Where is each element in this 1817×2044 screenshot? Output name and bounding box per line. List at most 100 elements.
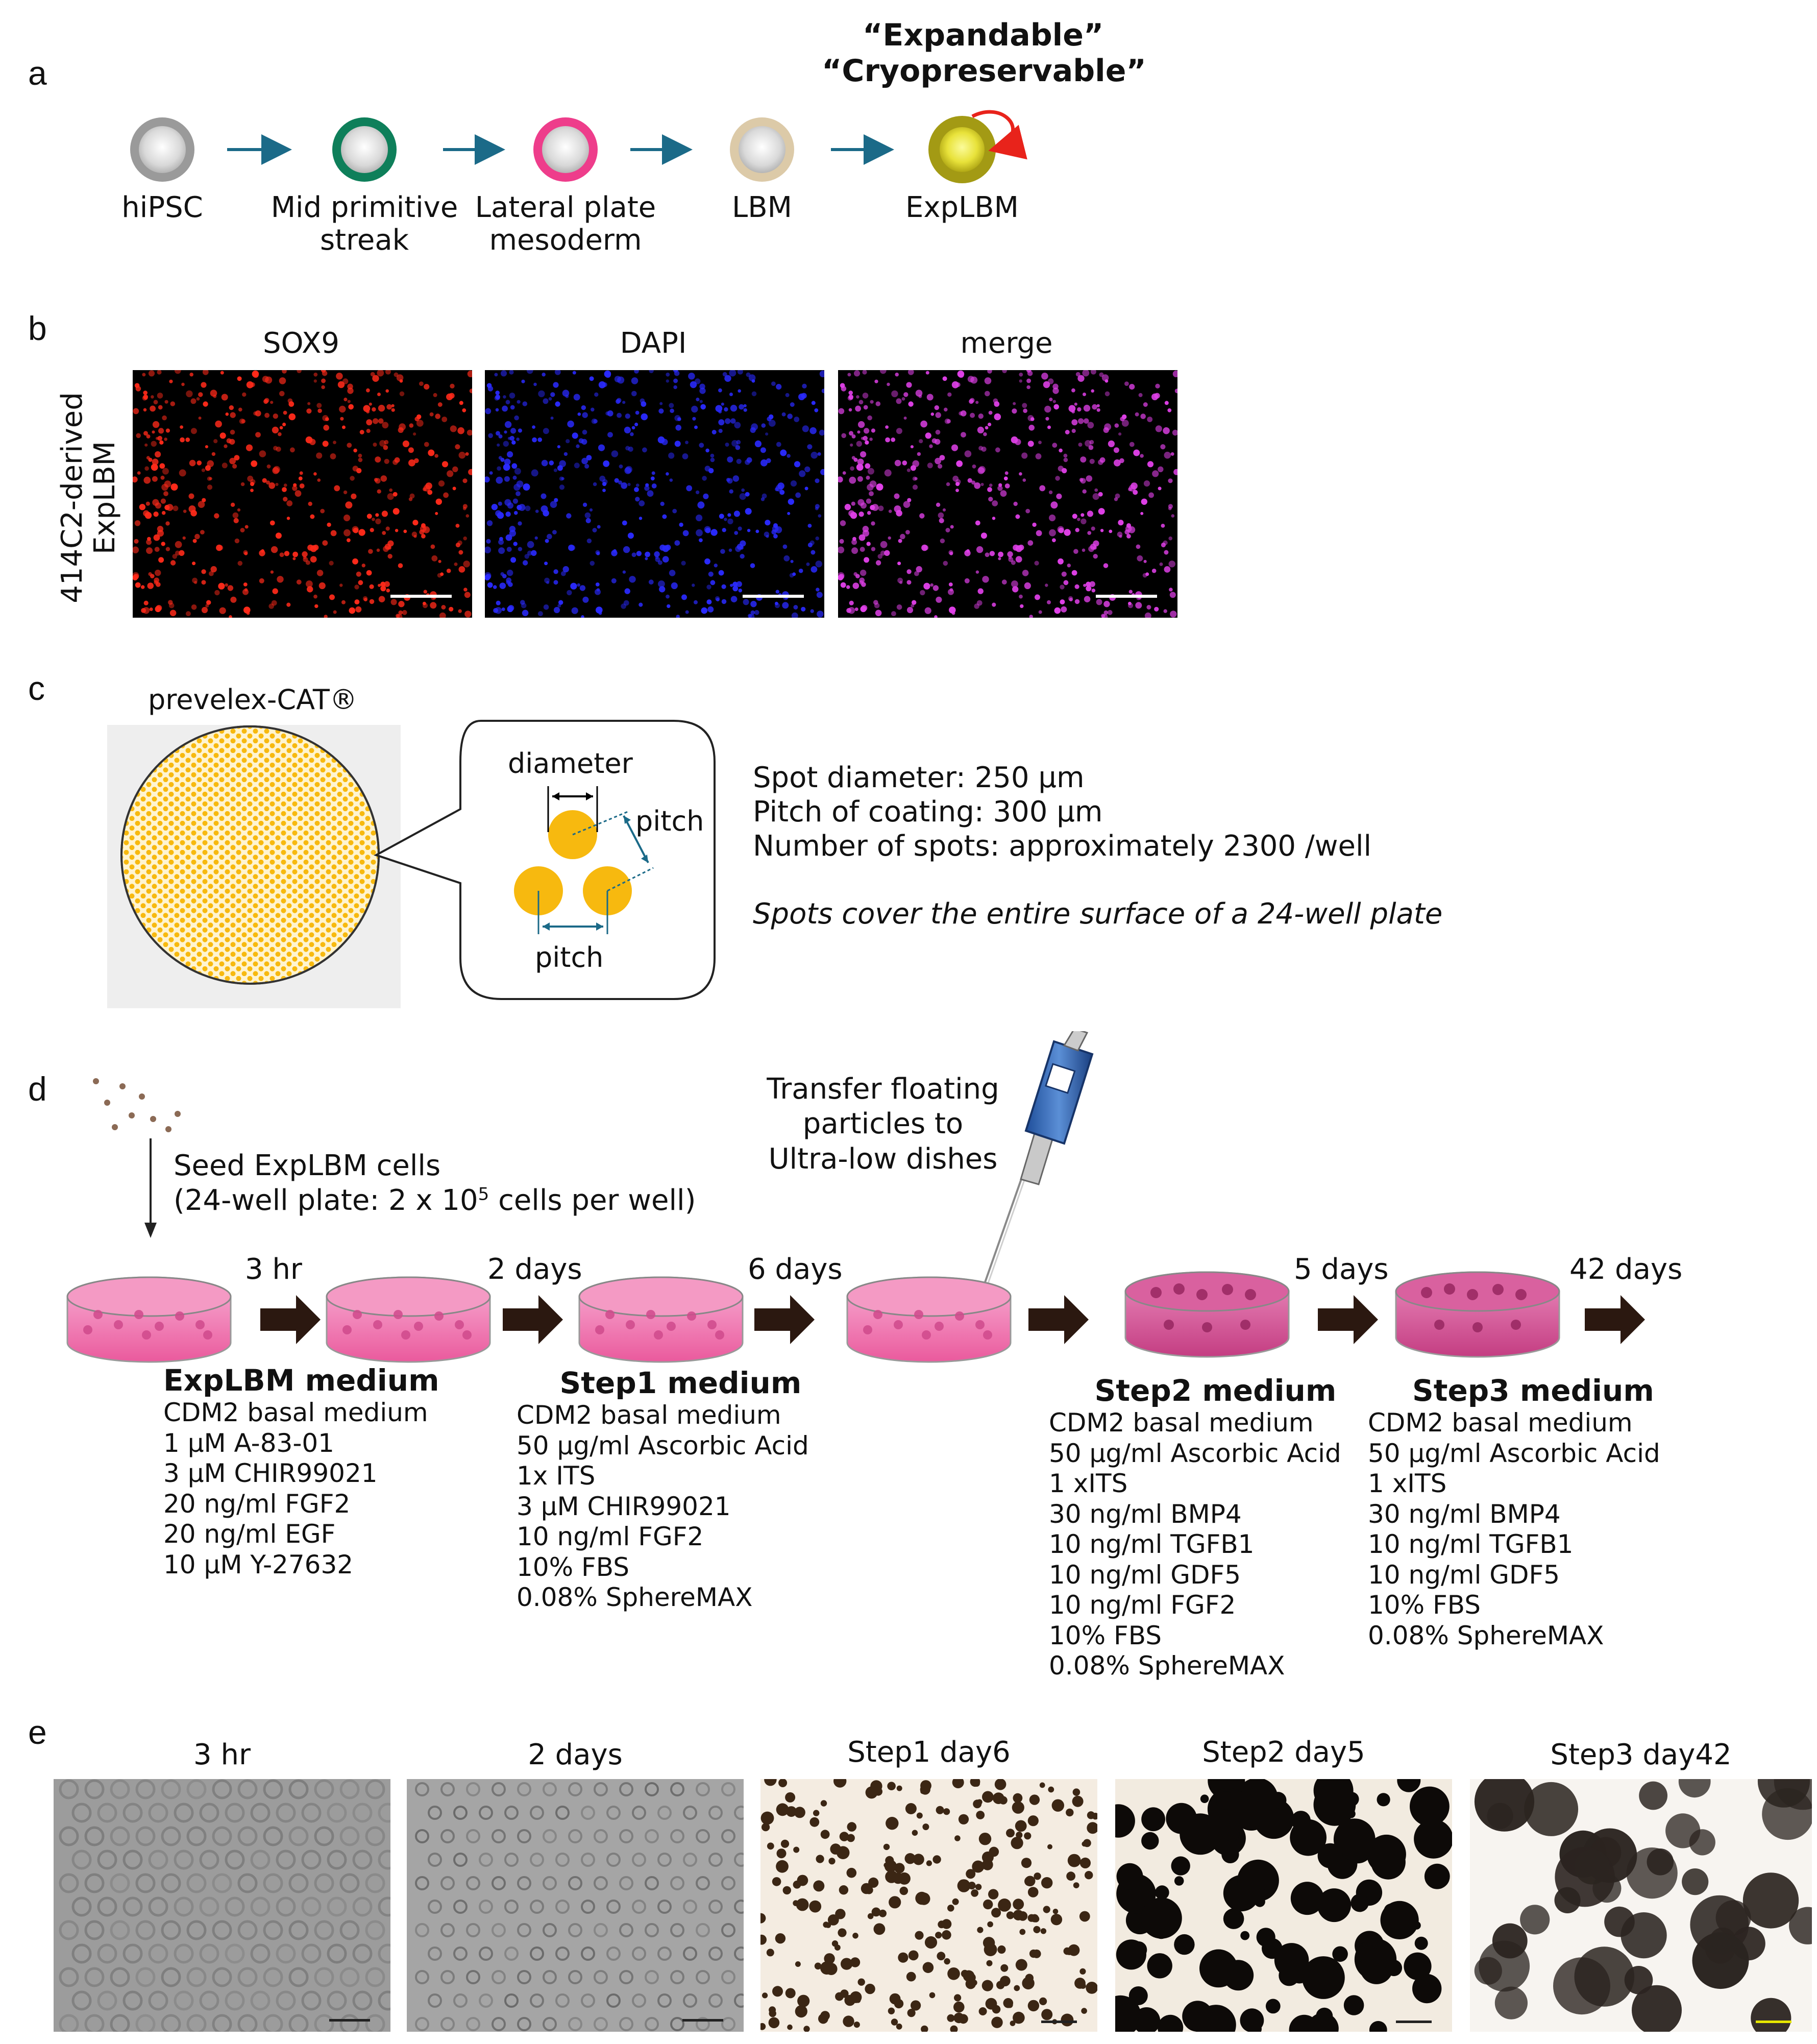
transfer-text: Transfer floating particles to Ultra-low… bbox=[755, 1072, 1011, 1177]
media-step2-title: Step2 medium bbox=[1094, 1373, 1337, 1408]
brightfield-2days bbox=[407, 1779, 744, 2032]
media-step1-items: CDM2 basal medium 50 μg/ml Ascorbic Acid… bbox=[517, 1400, 809, 1613]
timepoint-5days: 5 days bbox=[1294, 1253, 1389, 1286]
list-item: CDM2 basal medium bbox=[517, 1400, 781, 1430]
stage-label-lbm: LBM bbox=[732, 191, 792, 224]
media-step1: Step1 medium CDM2 basal medium 50 μg/ml … bbox=[517, 1366, 809, 1613]
image-title-step2-day5: Step2 day5 bbox=[1202, 1736, 1365, 1769]
list-item: 10 ng/ml TGFB1 bbox=[1049, 1529, 1255, 1559]
seed-line-1: Seed ExpLBM cells bbox=[174, 1149, 441, 1182]
list-item: 10% FBS bbox=[1049, 1620, 1162, 1650]
list-item: CDM2 basal medium bbox=[1049, 1408, 1314, 1438]
dapi-title: DAPI bbox=[620, 327, 687, 360]
list-item: 10 μM Y-27632 bbox=[163, 1549, 354, 1579]
row-label-line1: 414C2-derived bbox=[56, 392, 89, 603]
panel-d-letter: d bbox=[28, 1070, 47, 1108]
list-item: 10 ng/ml FGF2 bbox=[517, 1522, 704, 1551]
media-step3-items: CDM2 basal medium 50 μg/ml Ascorbic Acid… bbox=[1368, 1408, 1660, 1651]
sox9-title: SOX9 bbox=[262, 327, 340, 360]
stage-label-explbm: ExpLBM bbox=[905, 191, 1019, 224]
stage-lbm bbox=[730, 117, 794, 182]
list-item: 1 μM A-83-01 bbox=[163, 1428, 334, 1458]
merge-image bbox=[838, 370, 1177, 618]
spec-spot-diameter: Spot diameter: 250 μm bbox=[753, 761, 1085, 794]
brightfield-step2-day5 bbox=[1115, 1779, 1452, 2032]
stage-lateral-plate-mesoderm bbox=[533, 117, 598, 182]
product-name: prevelex-CAT® bbox=[148, 684, 357, 716]
seed-line-2-pre: (24-well plate: 2 x 10 bbox=[174, 1184, 478, 1217]
timepoint-6days: 6 days bbox=[748, 1253, 843, 1286]
seed-line-2: (24-well plate: 2 x 105 cells per well) bbox=[174, 1183, 696, 1218]
media-step1-title: Step1 medium bbox=[559, 1366, 802, 1400]
list-item: 1 xITS bbox=[1049, 1469, 1128, 1498]
merge-title: merge bbox=[960, 327, 1053, 360]
list-item: 10 ng/ml FGF2 bbox=[1049, 1590, 1236, 1620]
panel-c-letter: c bbox=[28, 669, 45, 707]
stage-label-hipsc: hiPSC bbox=[121, 191, 203, 224]
list-item: 0.08% SphereMAX bbox=[517, 1583, 753, 1612]
list-item: 30 ng/ml BMP4 bbox=[1049, 1499, 1242, 1529]
list-item: 10 ng/ml TGFB1 bbox=[1368, 1529, 1574, 1559]
seeding-diagram bbox=[93, 1078, 181, 1238]
pipette-icon bbox=[979, 1031, 1094, 1312]
row-label: 414C2-derived ExpLBM bbox=[56, 385, 122, 610]
brightfield-step1-day6 bbox=[760, 1779, 1097, 2032]
list-item: 3 μM CHIR99021 bbox=[163, 1458, 378, 1488]
expandable-label: “Expandable” bbox=[863, 17, 1104, 53]
media-step3: Step3 medium CDM2 basal medium 50 μg/ml … bbox=[1368, 1373, 1660, 1651]
stage-explbm bbox=[928, 116, 996, 183]
panel-e-letter: e bbox=[28, 1713, 47, 1751]
list-item: 0.08% SphereMAX bbox=[1368, 1620, 1604, 1650]
self-renewal-arrow bbox=[971, 110, 1027, 160]
dapi-image bbox=[485, 370, 824, 618]
pitch-label-bottom: pitch bbox=[535, 941, 604, 974]
list-item: 3 μM CHIR99021 bbox=[517, 1491, 731, 1521]
transfer-line-1: Transfer floating bbox=[767, 1073, 999, 1106]
timepoint-3hr: 3 hr bbox=[245, 1253, 302, 1286]
media-explbm-title: ExpLBM medium bbox=[163, 1363, 439, 1398]
transfer-line-2: particles to bbox=[802, 1107, 964, 1141]
diameter-label: diameter bbox=[508, 747, 633, 780]
list-item: 10% FBS bbox=[517, 1552, 629, 1582]
list-item: CDM2 basal medium bbox=[1368, 1408, 1633, 1438]
list-item: 50 μg/ml Ascorbic Acid bbox=[1049, 1438, 1341, 1468]
list-item: 1 xITS bbox=[1368, 1469, 1447, 1498]
timepoint-42days: 42 days bbox=[1569, 1253, 1683, 1286]
list-item: 50 μg/ml Ascorbic Acid bbox=[517, 1430, 809, 1461]
stage-diagram bbox=[130, 110, 1027, 183]
panel-b-letter: b bbox=[28, 309, 47, 347]
media-explbm: ExpLBM medium CDM2 basal medium 1 μM A-8… bbox=[163, 1363, 439, 1580]
list-item: 20 ng/ml FGF2 bbox=[163, 1489, 351, 1519]
seed-line-2-sup: 5 bbox=[478, 1184, 489, 1205]
media-step2: Step2 medium CDM2 basal medium 50 μg/ml … bbox=[1049, 1373, 1341, 1682]
list-item: 1x ITS bbox=[517, 1461, 596, 1491]
row-label-line2: ExpLBM bbox=[88, 441, 122, 555]
well-diagram bbox=[120, 720, 716, 1000]
sox9-image bbox=[133, 370, 472, 618]
brightfield-step3-day42 bbox=[1470, 1779, 1812, 2032]
list-item: 50 μg/ml Ascorbic Acid bbox=[1368, 1438, 1660, 1468]
image-title-step1-day6: Step1 day6 bbox=[847, 1736, 1011, 1769]
brightfield-3hr bbox=[54, 1779, 390, 2032]
list-item: 0.08% SphereMAX bbox=[1049, 1651, 1285, 1681]
image-title-3hr: 3 hr bbox=[193, 1738, 251, 1771]
stage-label-mid-primitive-streak: Mid primitive streak bbox=[271, 191, 458, 257]
media-explbm-items: CDM2 basal medium 1 μM A-83-01 3 μM CHIR… bbox=[163, 1398, 439, 1580]
pitch-label-right: pitch bbox=[635, 805, 704, 837]
spec-note: Spots cover the entire surface of a 24-w… bbox=[753, 897, 1443, 931]
panel-a-letter: a bbox=[28, 54, 47, 92]
media-step3-title: Step3 medium bbox=[1412, 1373, 1654, 1408]
zoom-callout bbox=[374, 720, 716, 1000]
stage-label-lateral-plate-mesoderm: Lateral plate mesoderm bbox=[475, 191, 656, 257]
cryopreservable-label: “Cryopreservable” bbox=[822, 53, 1146, 89]
list-item: 30 ng/ml BMP4 bbox=[1368, 1499, 1561, 1529]
media-step2-items: CDM2 basal medium 50 μg/ml Ascorbic Acid… bbox=[1049, 1408, 1341, 1682]
seed-line-2-post: cells per well) bbox=[489, 1184, 696, 1217]
stage-hipsc bbox=[130, 117, 194, 182]
timepoint-2days: 2 days bbox=[487, 1253, 582, 1286]
list-item: 10 ng/ml GDF5 bbox=[1368, 1560, 1560, 1590]
image-title-step3-day42: Step3 day42 bbox=[1550, 1738, 1732, 1771]
list-item: 10% FBS bbox=[1368, 1590, 1481, 1620]
stage-mid-primitive-streak bbox=[332, 117, 397, 182]
list-item: CDM2 basal medium bbox=[163, 1398, 428, 1427]
